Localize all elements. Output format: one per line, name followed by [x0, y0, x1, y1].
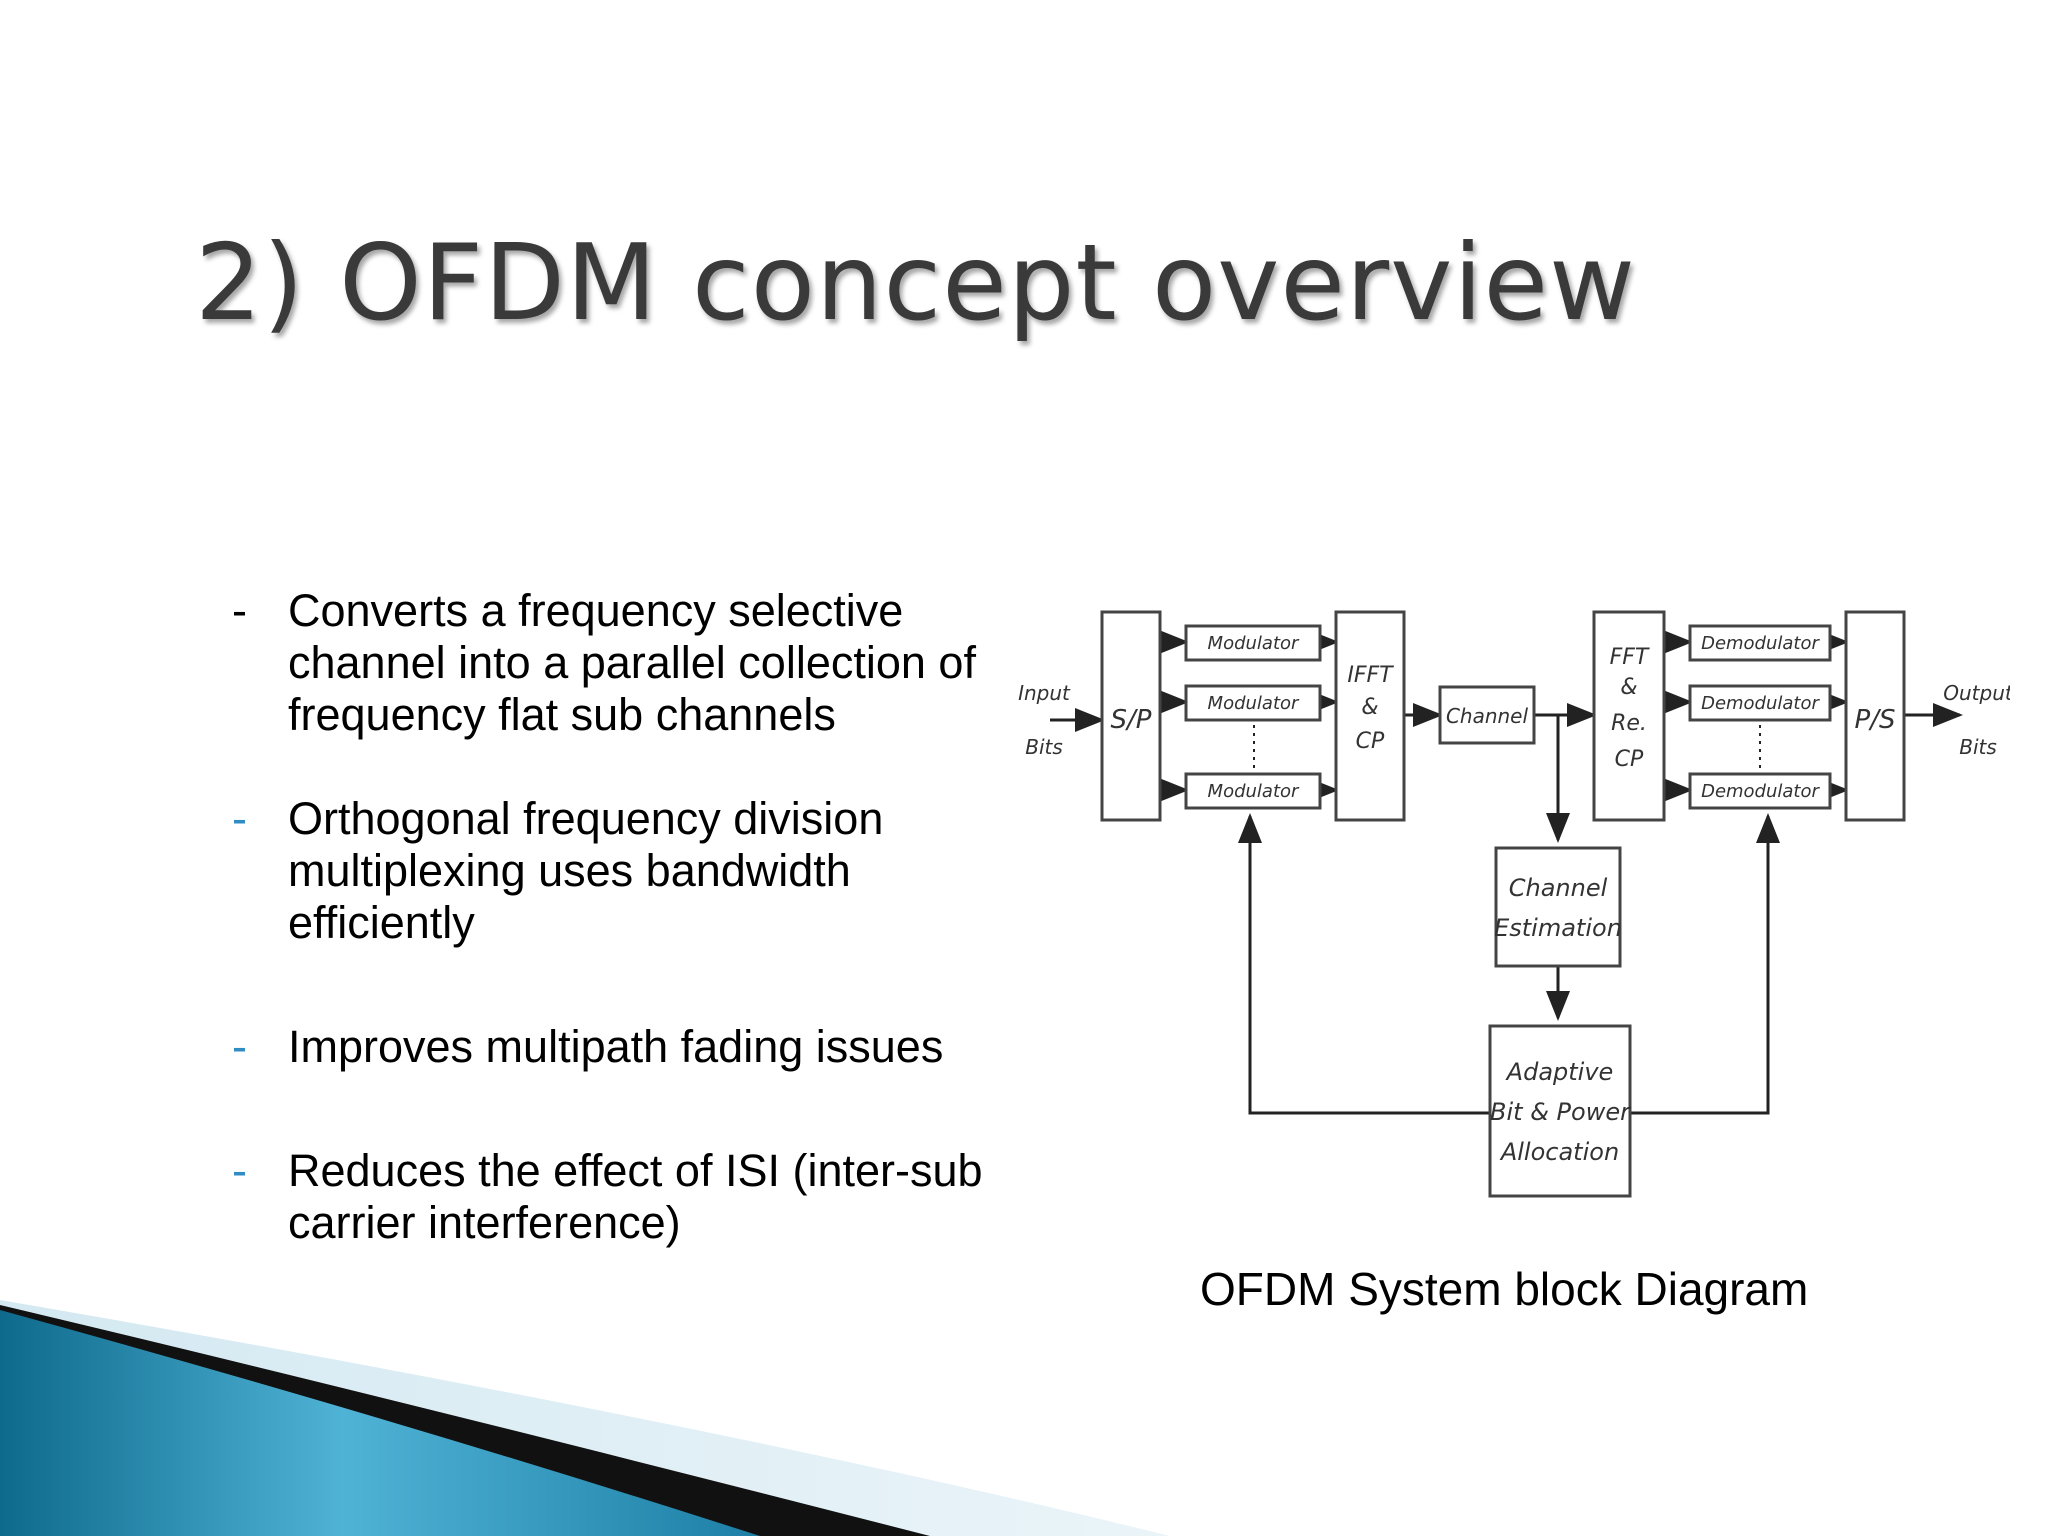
sp-block [1100, 610, 1162, 822]
modulator-label-2: Modulator [1208, 693, 1300, 714]
estimation-label-line1: Channel [1509, 874, 1608, 902]
modulator-label-1: Modulator [1208, 633, 1300, 654]
bullet-marker: - [232, 1145, 247, 1196]
demodulator-label-1: Demodulator [1701, 633, 1820, 654]
bullet-item: - Orthogonal frequency division multiple… [228, 793, 1028, 949]
demodulator-block-3 [1688, 772, 1832, 810]
input-label-line2: Bits [1025, 735, 1063, 759]
modulator-block-2 [1184, 684, 1322, 722]
demodulator-block-2 [1688, 684, 1832, 722]
fft-block [1592, 610, 1666, 822]
channel-estimation-block [1494, 846, 1622, 968]
fft-label-line3: Re. [1611, 711, 1647, 736]
fft-label-line2: & [1620, 675, 1637, 700]
ifft-label-line2: & [1361, 695, 1378, 720]
bullet-marker: - [232, 585, 247, 636]
bullet-marker: - [232, 793, 247, 844]
bullet-text: Orthogonal frequency division multiplexi… [288, 793, 884, 948]
adaptive-label-line2: Bit & Power [1490, 1098, 1632, 1126]
bullet-list: - Converts a frequency selective channel… [228, 585, 1028, 1249]
fft-label-line1: FFT [1610, 645, 1650, 670]
bullet-item: - Improves multipath fading issues [228, 1021, 1028, 1073]
slide-title: 2) OFDM concept overview [195, 222, 1636, 344]
ifft-block [1334, 610, 1406, 822]
input-label-line1: Input [1018, 681, 1071, 705]
ps-label: P/S [1855, 705, 1896, 735]
adaptive-label-line1: Adaptive [1505, 1058, 1614, 1086]
fft-label-line4: CP [1615, 747, 1644, 772]
diagram-caption: OFDM System block Diagram [1200, 1263, 1809, 1315]
bullet-marker: - [232, 1021, 247, 1072]
adaptive-allocation-block [1488, 1024, 1632, 1198]
sp-label: S/P [1111, 705, 1152, 735]
demodulator-label-2: Demodulator [1701, 693, 1820, 714]
ps-block [1844, 610, 1906, 822]
ofdm-block-diagram: Input Bits S/P Modulator Modulator Modul… [1018, 610, 2010, 1198]
bullet-item: - Reduces the effect of ISI (inter-sub c… [228, 1145, 1028, 1249]
output-label-line2: Bits [1959, 735, 1997, 759]
output-label-line1: Output [1943, 681, 2010, 705]
demodulator-block-1 [1688, 624, 1832, 662]
modulator-block-3 [1184, 772, 1322, 810]
bullet-item: - Converts a frequency selective channel… [228, 585, 1028, 741]
channel-block [1438, 685, 1536, 745]
adaptive-label-line3: Allocation [1499, 1138, 1619, 1166]
estimation-label-line2: Estimation [1494, 914, 1622, 942]
modulator-label-3: Modulator [1208, 781, 1300, 802]
bullet-text: Converts a frequency selective channel i… [288, 585, 976, 740]
demodulator-label-3: Demodulator [1701, 781, 1820, 802]
ifft-label-line1: IFFT [1347, 663, 1394, 688]
ifft-label-line3: CP [1356, 729, 1385, 754]
bullet-text: Reduces the effect of ISI (inter-sub car… [288, 1145, 983, 1248]
modulator-block-1 [1184, 624, 1322, 662]
channel-label: Channel [1446, 704, 1529, 728]
bullet-text: Improves multipath fading issues [288, 1021, 944, 1072]
